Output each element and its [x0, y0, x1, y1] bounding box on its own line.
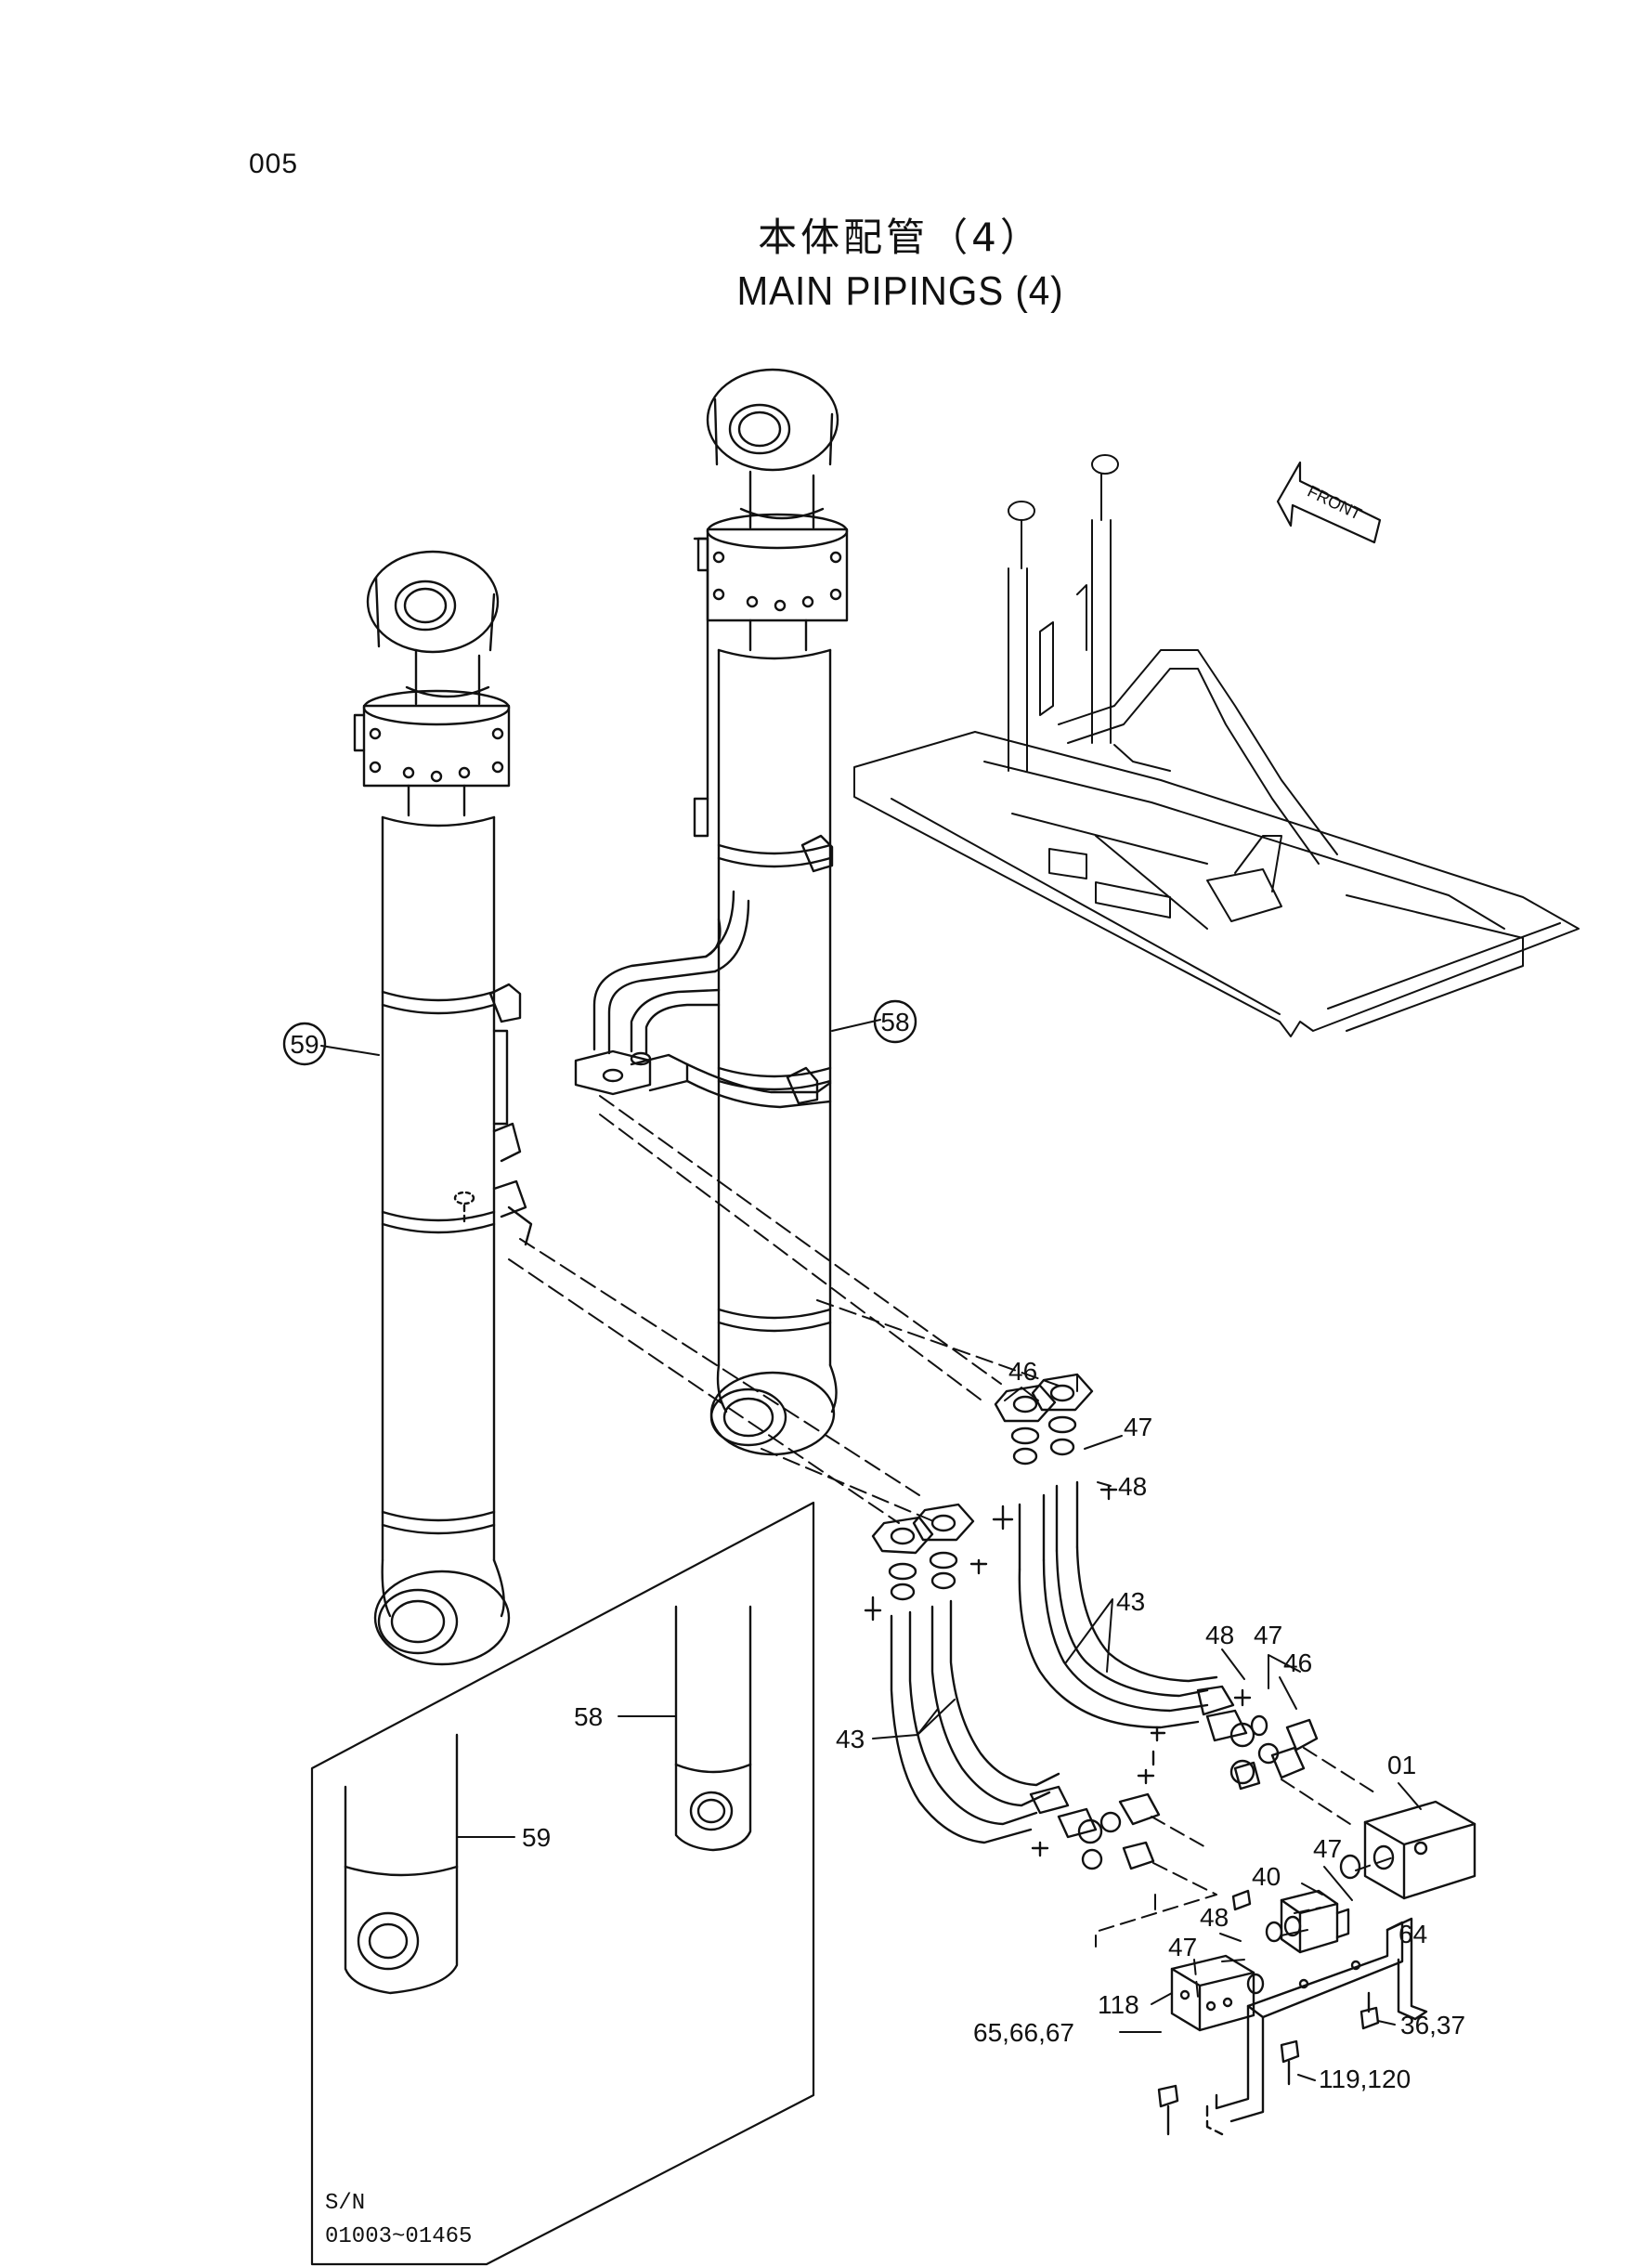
title-japanese: 本体配管（4）: [758, 215, 1043, 260]
page-number: 005: [249, 149, 299, 179]
callout-46-middle: 46: [1283, 1648, 1312, 1677]
callout-48-middle: 48: [1205, 1621, 1234, 1649]
callout-118: 118: [1098, 1990, 1139, 2019]
block-40: [1265, 1889, 1350, 1954]
callout-01: 01: [1387, 1751, 1416, 1779]
boom-cylinder-right: [693, 368, 849, 1456]
hose-fittings-lower: [1029, 1768, 1161, 1870]
callout-circle-59: [282, 1022, 327, 1066]
callout-58-inset: 58: [574, 1702, 603, 1731]
hose-fittings-middle: [1150, 1685, 1319, 1791]
block-01: [1339, 1800, 1476, 1900]
boom-cylinder-left: [353, 550, 533, 1666]
callout-labels: 58 59 46 47 48 43 43 48 47 46 01 47 40 4…: [290, 482, 1465, 2249]
title-english: MAIN PIPINGS (4): [736, 268, 1064, 314]
callout-47-lower: 47: [1168, 1933, 1197, 1961]
callout-47-right: 47: [1313, 1834, 1342, 1863]
callout-circle-58: [873, 999, 917, 1044]
callout-36-37: 36,37: [1400, 2011, 1465, 2039]
callout-119-120: 119,120: [1319, 2065, 1411, 2093]
callout-48-lower: 48: [1200, 1903, 1229, 1932]
bracket-64: [1205, 1917, 1428, 2136]
callout-43-upper: 43: [1116, 1587, 1145, 1616]
leader-dashed-lines: [508, 1095, 1078, 1524]
callout-64: 64: [1398, 1920, 1427, 1948]
split-flanges-lower-left: [864, 1503, 1060, 1844]
callout-48-upper: 48: [1118, 1472, 1147, 1501]
callout-46-upper: 46: [1008, 1357, 1037, 1386]
callout-43-lower: 43: [836, 1725, 865, 1753]
valve-block-118: [1170, 1954, 1265, 2032]
callout-47-upper: 47: [1124, 1413, 1152, 1441]
callout-58-circled: 58: [880, 1008, 909, 1036]
callout-leaders: [320, 1019, 1422, 2081]
steel-pipe-loop: [574, 890, 832, 1109]
serial-range: 01003~01465: [325, 2224, 472, 2249]
callout-40: 40: [1252, 1862, 1281, 1891]
serial-label: S/N: [325, 2191, 365, 2216]
variant-inset: [310, 1501, 815, 2266]
callout-59-inset: 59: [522, 1823, 551, 1852]
callout-59-circled: 59: [290, 1030, 319, 1059]
title-block: 本体配管（4） MAIN PIPINGS (4): [0, 206, 1652, 315]
callout-65-66-67: 65,66,67: [973, 2018, 1074, 2047]
split-flanges-upper: [992, 1373, 1218, 1729]
front-arrow-label: FRONT: [1305, 482, 1364, 524]
callout-47-middle: 47: [1254, 1621, 1282, 1649]
bolts-lower: [1157, 1889, 1380, 2136]
machine-overview: [853, 454, 1580, 1037]
